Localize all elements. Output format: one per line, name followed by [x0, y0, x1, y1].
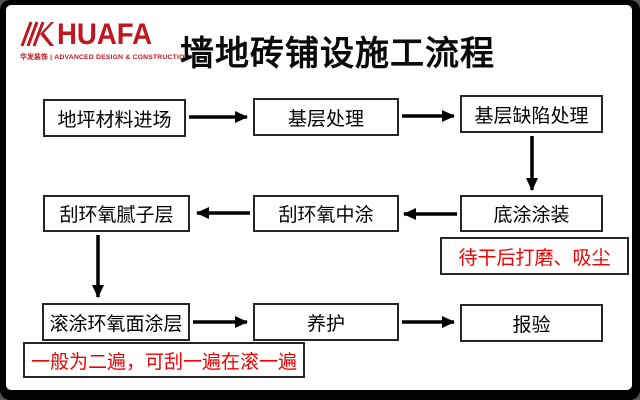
node-material-entry: 地坪材料进场	[43, 99, 186, 137]
brand-text: HUAFA	[57, 18, 153, 51]
logo: HUAFA 华发装饰 | ADVANCED DESIGN & CONSTRUCT…	[20, 18, 190, 62]
huafa-logo-icon	[20, 21, 54, 47]
annotation-two-passes: 一般为二遍，可刮一遍在滚一遍	[23, 342, 305, 378]
node-epoxy-middle-coat: 刮环氧中涂	[253, 195, 399, 232]
node-base-defect-treatment: 基层缺陷处理	[460, 95, 603, 133]
node-epoxy-putty-layer: 刮环氧腻子层	[43, 195, 190, 232]
node-primer-coating: 底涂涂装	[460, 195, 603, 232]
annotation-sand-and-vacuum: 待干后打磨、吸尘	[440, 237, 629, 275]
brand-tagline: 华发装饰 | ADVANCED DESIGN & CONSTRUCTION	[20, 54, 190, 61]
page-title: 墙地砖铺设施工流程	[180, 35, 495, 73]
node-inspection: 报验	[460, 304, 603, 342]
node-curing: 养护	[253, 303, 399, 341]
node-epoxy-top-coat: 滚涂环氧面涂层	[42, 303, 190, 341]
node-base-treatment: 基层处理	[253, 98, 399, 136]
